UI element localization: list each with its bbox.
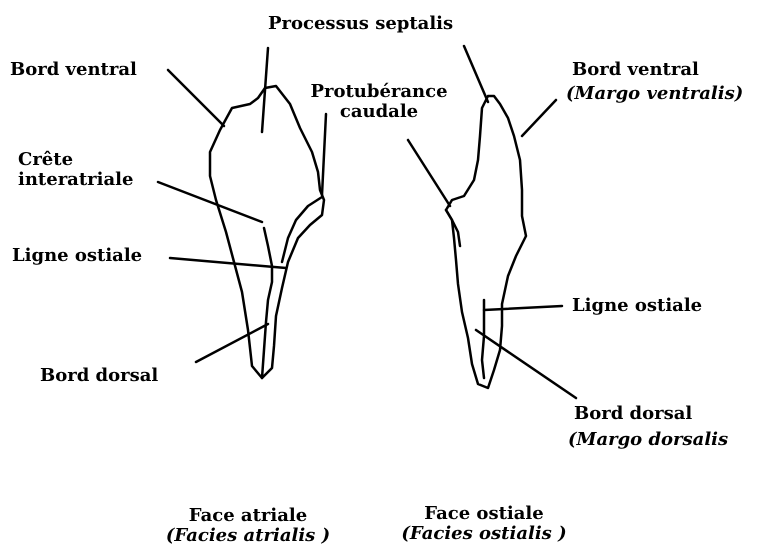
label-protuberance-line2: caudale (304, 102, 454, 122)
face-atriale-outline (210, 86, 324, 378)
caption-face-atriale-title: Face atriale (148, 506, 348, 526)
label-bord-dorsal-right: Bord dorsal (574, 404, 692, 424)
leader-ligne-ostiale-left (170, 258, 286, 268)
face-ostiale-ligne (482, 300, 484, 378)
label-processus-septalis: Processus septalis (268, 14, 453, 34)
leader-bord-ventral-left (168, 70, 224, 126)
label-crete-line2: interatriale (18, 170, 133, 190)
caption-facies-atrialis: (Facies atrialis ) (148, 526, 348, 546)
caption-face-ostiale: Face ostiale (Facies ostialis ) (384, 504, 584, 544)
leader-ligne-ostiale-right (484, 306, 562, 310)
label-bord-ventral-left: Bord ventral (10, 60, 137, 80)
label-protuberance-caudale: Protubérance caudale (304, 82, 454, 122)
leader-crete (158, 182, 262, 222)
leader-protuberance-left (322, 114, 326, 195)
label-ligne-ostiale-left: Ligne ostiale (12, 246, 142, 266)
caption-facies-ostialis: (Facies ostialis ) (384, 524, 584, 544)
label-crete-line1: Crête (18, 150, 133, 170)
label-margo-ventralis: (Margo ventralis) (566, 84, 743, 104)
face-ostiale-outline (446, 96, 526, 388)
label-protuberance-line1: Protubérance (304, 82, 454, 102)
face-atriale-dorsal-edge (282, 197, 322, 262)
label-crete-interatriale: Crête interatriale (18, 150, 133, 190)
caption-face-ostiale-title: Face ostiale (384, 504, 584, 524)
leader-protuberance-right (408, 140, 450, 206)
label-margo-dorsalis: (Margo dorsalis (568, 430, 728, 450)
leader-bord-dorsal-right (476, 330, 576, 398)
caption-face-atriale: Face atriale (Facies atrialis ) (148, 506, 348, 546)
label-bord-ventral-right: Bord ventral (572, 60, 699, 80)
label-ligne-ostiale-right: Ligne ostiale (572, 296, 702, 316)
face-atriale-ridge (262, 228, 272, 378)
leader-bord-ventral-right (522, 100, 556, 136)
label-bord-dorsal-left: Bord dorsal (40, 366, 158, 386)
leader-bord-dorsal-left (196, 324, 268, 362)
leader-processus-septalis-right (464, 46, 488, 102)
